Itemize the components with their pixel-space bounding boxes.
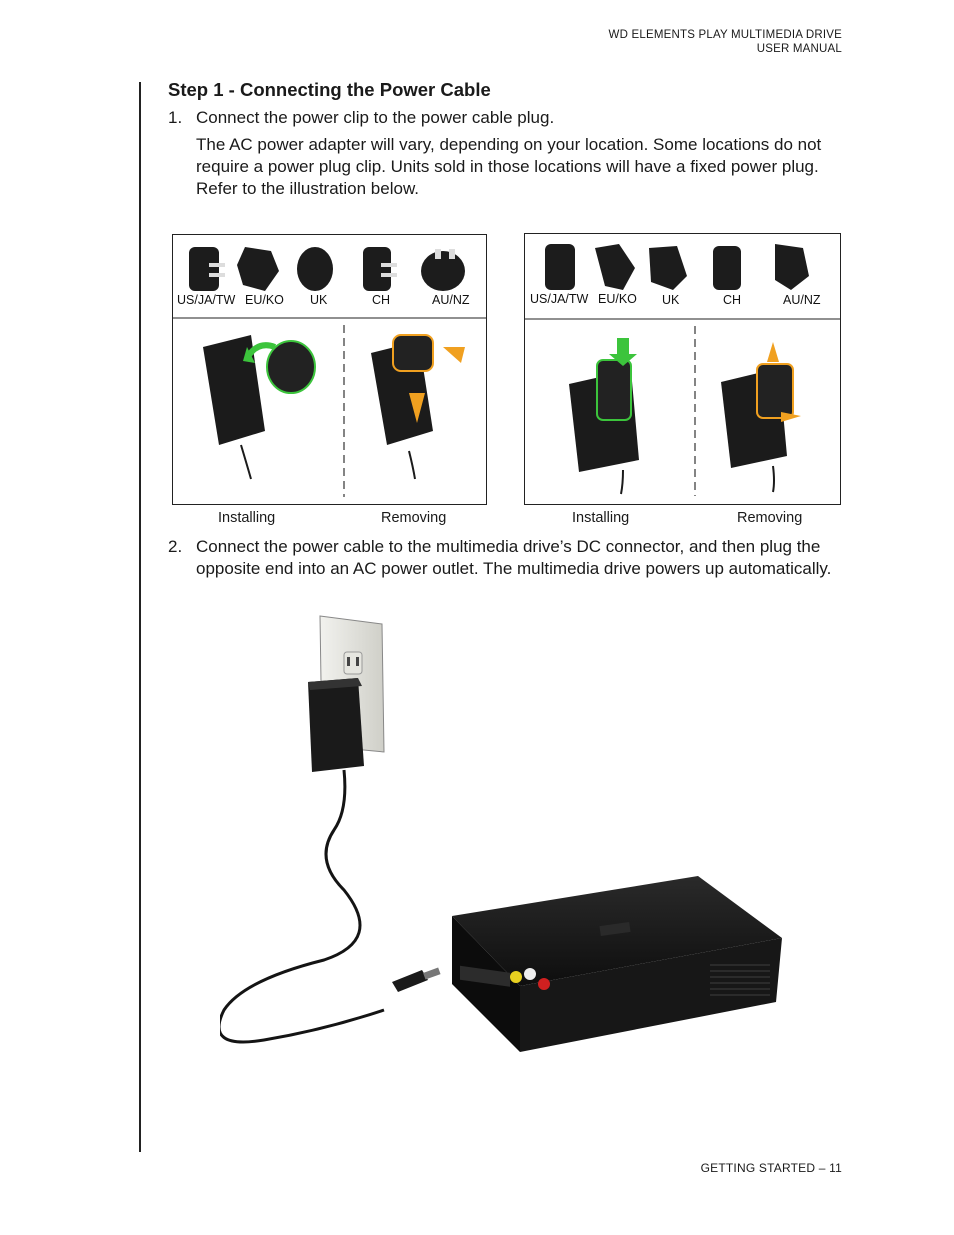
left-caption-removing: Removing xyxy=(381,510,447,526)
clip-installing-r xyxy=(596,359,632,421)
install-arrow-r xyxy=(609,338,637,366)
figure-right-illustration xyxy=(525,244,840,496)
plug-clip-us-r xyxy=(545,244,575,290)
av-port-red xyxy=(538,978,550,990)
remove-arrow-down xyxy=(409,393,425,423)
running-header: WD ELEMENTS PLAY MULTIMEDIA DRIVE USER M… xyxy=(609,28,842,56)
step-2-text: Connect the power cable to the multimedi… xyxy=(196,537,832,578)
connection-illustration xyxy=(220,615,782,1052)
install-arrow xyxy=(246,342,277,357)
plug-clip-uk-r xyxy=(649,246,687,290)
plug-clip-ch xyxy=(363,247,391,291)
right-caption-removing: Removing xyxy=(737,510,803,526)
av-port-yellow xyxy=(510,971,522,983)
left-plug-label-1: US/JA/TW xyxy=(177,293,236,307)
plug-clip-ch-r xyxy=(713,246,741,290)
power-adapter xyxy=(308,678,364,772)
header-line-2: USER MANUAL xyxy=(756,43,842,55)
right-plug-label-4: CH xyxy=(723,293,742,307)
av-port-white xyxy=(524,968,536,980)
header-line-1: WD ELEMENTS PLAY MULTIMEDIA DRIVE xyxy=(608,29,842,41)
step-1-note: The AC power adapter will vary, dependin… xyxy=(196,135,822,198)
plug-clip-eu xyxy=(237,247,279,291)
step-1-text: Connect the power clip to the power cabl… xyxy=(196,108,555,127)
right-caption-installing: Installing xyxy=(572,510,630,526)
right-plug-label-3: UK xyxy=(662,293,680,307)
left-plug-label-4: CH xyxy=(372,293,391,307)
step-2-number: 2. xyxy=(168,537,183,556)
remove-arrow-up xyxy=(443,347,465,363)
plug-clip-au-r xyxy=(775,244,809,290)
clip-removing xyxy=(392,334,434,372)
figure-left xyxy=(172,234,487,505)
right-plug-label-1: US/JA/TW xyxy=(530,292,589,306)
plug-clip-eu-r xyxy=(595,244,635,290)
left-plug-label-2: EU/KO xyxy=(245,293,284,307)
figure-right xyxy=(524,233,841,505)
plug-clip-us xyxy=(189,247,219,291)
plug-clip-uk xyxy=(297,247,333,291)
right-plug-label-2: EU/KO xyxy=(598,292,637,306)
power-cable xyxy=(220,769,385,1044)
remove-arrow-r xyxy=(767,342,779,362)
adapter-installing xyxy=(203,335,265,445)
page-footer: GETTING STARTED – 11 xyxy=(700,1161,842,1175)
clip-installing xyxy=(266,340,316,394)
left-plug-label-5: AU/NZ xyxy=(432,293,470,307)
right-plug-label-5: AU/NZ xyxy=(783,293,821,307)
figure-left-illustration xyxy=(173,247,486,497)
left-plug-label-3: UK xyxy=(310,293,328,307)
section-title: Step 1 - Connecting the Power Cable xyxy=(168,79,491,100)
left-caption-installing: Installing xyxy=(218,510,276,526)
clip-removing-r xyxy=(756,363,794,419)
multimedia-drive xyxy=(452,876,782,1052)
dc-plug xyxy=(392,967,441,992)
plug-clip-au xyxy=(421,251,465,291)
step-1-number: 1. xyxy=(168,108,183,127)
margin-rule xyxy=(139,82,141,1152)
